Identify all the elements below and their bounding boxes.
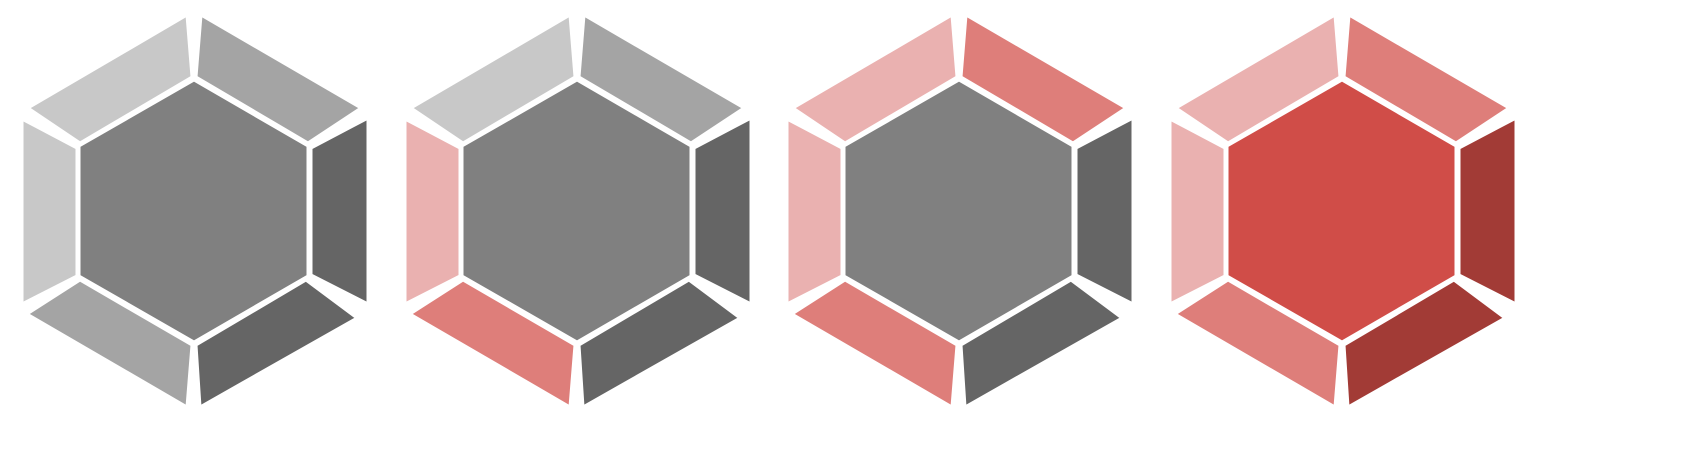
hexagon-level-2 (785, 12, 1135, 410)
bottom-left-panel (407, 278, 577, 410)
hexagon-level-0 (20, 12, 370, 410)
center-face (77, 78, 310, 344)
top-right-panel (194, 12, 364, 145)
hexagon-level-1 (403, 12, 753, 410)
bottom-right-panel (959, 278, 1125, 410)
left-panel (20, 116, 79, 307)
top-right-panel (577, 12, 747, 145)
top-left-panel (1173, 12, 1342, 145)
bottom-right-panel (577, 278, 743, 410)
bottom-left-panel (789, 278, 959, 410)
right-panel (692, 115, 753, 307)
top-right-panel (1342, 12, 1512, 145)
right-panel (309, 115, 370, 307)
top-left-panel (408, 12, 577, 145)
bottom-left-panel (1172, 278, 1342, 410)
left-panel (403, 116, 462, 307)
center-face (1225, 78, 1458, 344)
top-right-panel (959, 12, 1129, 145)
right-panel (1457, 115, 1518, 307)
bottom-right-panel (194, 278, 360, 410)
bottom-left-panel (24, 278, 194, 410)
bottom-right-panel (1342, 278, 1508, 410)
center-face (460, 78, 693, 344)
left-panel (785, 116, 844, 307)
right-panel (1074, 115, 1135, 307)
hexagon-level-3 (1168, 12, 1518, 410)
left-panel (1168, 116, 1227, 307)
top-left-panel (25, 12, 194, 145)
center-face (842, 78, 1075, 344)
top-left-panel (790, 12, 959, 145)
